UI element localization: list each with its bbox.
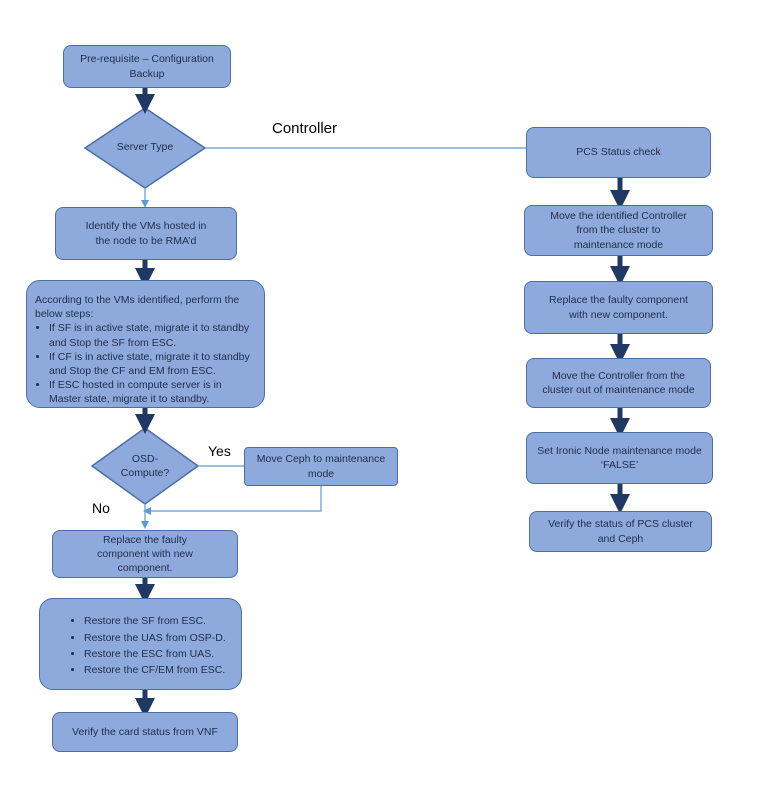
replace-component-box-right: Replace the faulty component with new co… [524, 281, 713, 334]
server-type-label: Server Type [116, 141, 174, 153]
steps-box: According to the VMs identified, perform… [26, 280, 265, 408]
ceph-maintenance-box: Move Ceph to maintenance mode [244, 447, 398, 486]
verify-card-text: Verify the card status from VNF [72, 725, 218, 738]
restore-item: Restore the CF/EM from ESC. [84, 662, 226, 678]
ceph-maintenance-text: Move Ceph to maintenance mode [256, 453, 386, 480]
move-to-maintenance-box: Move the identified Controller from the … [524, 205, 713, 256]
identify-vms-text: Identify the VMs hosted in the node to b… [85, 220, 207, 247]
restore-list: Restore the SF from ESC. Restore the UAS… [70, 613, 226, 678]
restore-box: Restore the SF from ESC. Restore the UAS… [39, 598, 242, 690]
steps-item: If SF is in active state, migrate it to … [49, 321, 256, 349]
steps-intro: According to the VMs identified, perform… [35, 294, 240, 321]
verify-pcs-text: Verify the status of PCS cluster and Cep… [548, 518, 693, 545]
replace-component-text-right: Replace the faulty component with new co… [549, 294, 688, 321]
pcs-check-box: PCS Status check [526, 127, 711, 178]
replace-component-text-left: Replace the faulty component with new co… [97, 533, 193, 575]
connector-ceph-return [143, 486, 322, 515]
restore-item: Restore the SF from ESC. [84, 613, 226, 629]
verify-card-box: Verify the card status from VNF [52, 712, 238, 752]
verify-pcs-box: Verify the status of PCS cluster and Cep… [529, 511, 712, 552]
steps-item: If CF is in active state, migrate it to … [49, 350, 256, 378]
steps-list: If SF is in active state, migrate it to … [35, 321, 256, 406]
set-ironic-text: Set Ironic Node maintenance mode ‘FALSE’ [537, 444, 702, 471]
prereq-box: Pre-requisite – Configuration Backup [63, 45, 231, 88]
no-label: No [92, 500, 110, 516]
set-ironic-box: Set Ironic Node maintenance mode ‘FALSE’ [526, 432, 713, 484]
steps-item: If ESC hosted in compute server is in Ma… [49, 378, 256, 406]
move-out-maintenance-text: Move the Controller from the cluster out… [542, 369, 695, 396]
yes-label: Yes [208, 443, 231, 459]
restore-item: Restore the ESC from UAS. [84, 646, 226, 662]
restore-item: Restore the UAS from OSP-D. [84, 630, 226, 646]
move-to-maintenance-text: Move the identified Controller from the … [550, 210, 687, 251]
identify-vms-box: Identify the VMs hosted in the node to b… [55, 207, 237, 260]
pcs-check-text: PCS Status check [576, 146, 661, 159]
prereq-text: Pre-requisite – Configuration Backup [80, 53, 214, 80]
move-out-maintenance-box: Move the Controller from the cluster out… [526, 358, 711, 408]
steps-content: According to the VMs identified, perform… [35, 293, 256, 406]
osd-compute-label: OSD- Compute? [120, 453, 170, 479]
controller-label: Controller [272, 120, 338, 137]
replace-component-box-left: Replace the faulty component with new co… [52, 530, 238, 578]
